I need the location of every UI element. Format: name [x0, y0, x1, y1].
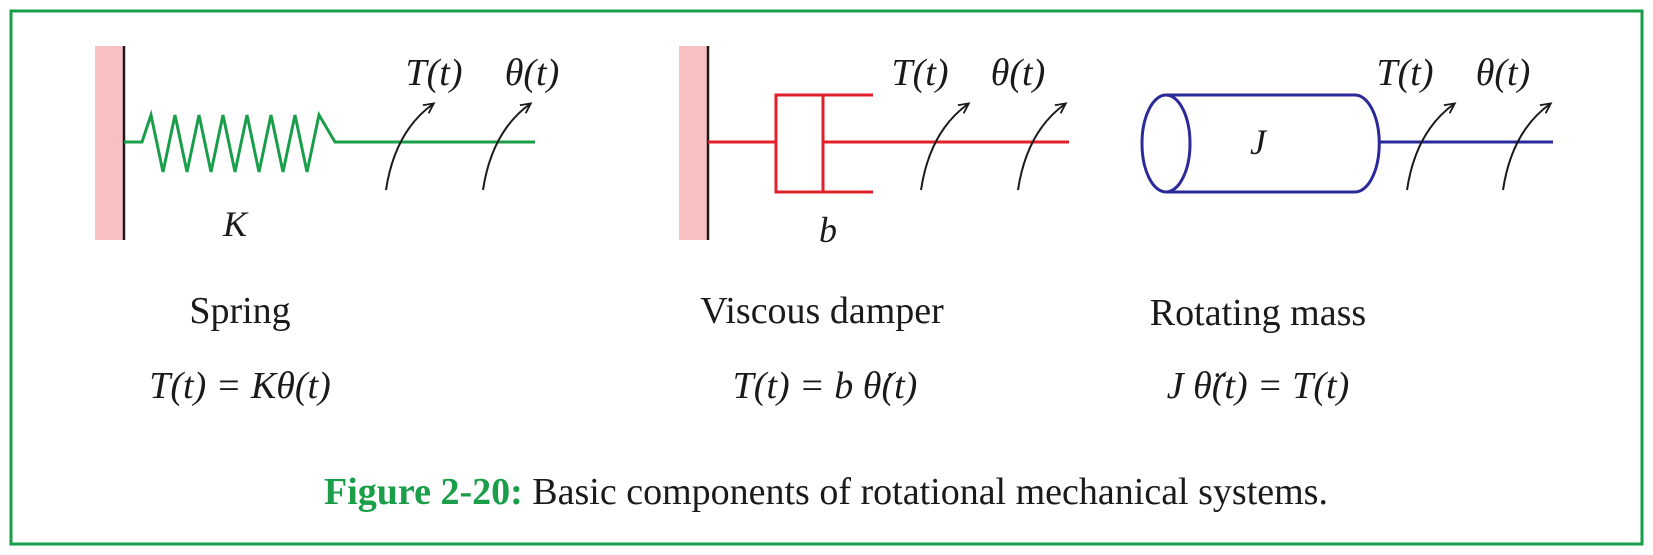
- damper-name: Viscous damper: [700, 290, 944, 332]
- mass-equation: J θ̈(t) = T(t): [1167, 365, 1350, 407]
- spring-param-label: K: [222, 204, 249, 244]
- caption-text: Basic components of rotational mechanica…: [523, 471, 1328, 513]
- damper-wall: [679, 46, 708, 240]
- spring-equation: T(t) = Kθ(t): [149, 365, 331, 407]
- spring-component: T(t) θ(t) K Spring T(t) = Kθ(t): [95, 46, 559, 407]
- figure-caption: Figure 2-20: Basic components of rotatio…: [324, 471, 1328, 513]
- mass-param-label: J: [1250, 122, 1268, 162]
- mass-name: Rotating mass: [1150, 292, 1366, 334]
- spring-angle-label: θ(t): [505, 52, 560, 94]
- mass-angle-label: θ(t): [1476, 52, 1531, 94]
- mass-cylinder-body: [1166, 93, 1381, 194]
- damper-angle-label: θ(t): [991, 52, 1046, 94]
- spring-torque-label: T(t): [406, 52, 463, 94]
- caption-number: Figure 2-20:: [324, 471, 523, 513]
- mass-angle-arrow: [1502, 104, 1550, 191]
- mass-cylinder-face: [1140, 93, 1192, 194]
- damper-component: T(t) θ(t) b Viscous damper T(t) = b θ̇(t…: [679, 46, 1069, 407]
- mass-component: T(t) θ(t) J Rotating mass J θ̈(t) = T(t): [1140, 52, 1553, 407]
- mass-torque-arrow: [1406, 104, 1454, 191]
- spring-coil: [124, 109, 535, 173]
- spring-torque-arrow: [385, 104, 433, 191]
- spring-wall: [95, 46, 124, 240]
- mass-torque-label: T(t): [1377, 52, 1434, 94]
- damper-param-label: b: [819, 210, 837, 250]
- figure-frame: [9, 9, 1644, 546]
- damper-torque-arrow: [920, 104, 968, 191]
- spring-angle-arrow: [482, 104, 530, 191]
- damper-equation: T(t) = b θ̇(t): [733, 365, 918, 407]
- spring-name: Spring: [189, 290, 290, 332]
- damper-angle-arrow: [1017, 104, 1065, 191]
- damper-torque-label: T(t): [892, 52, 949, 94]
